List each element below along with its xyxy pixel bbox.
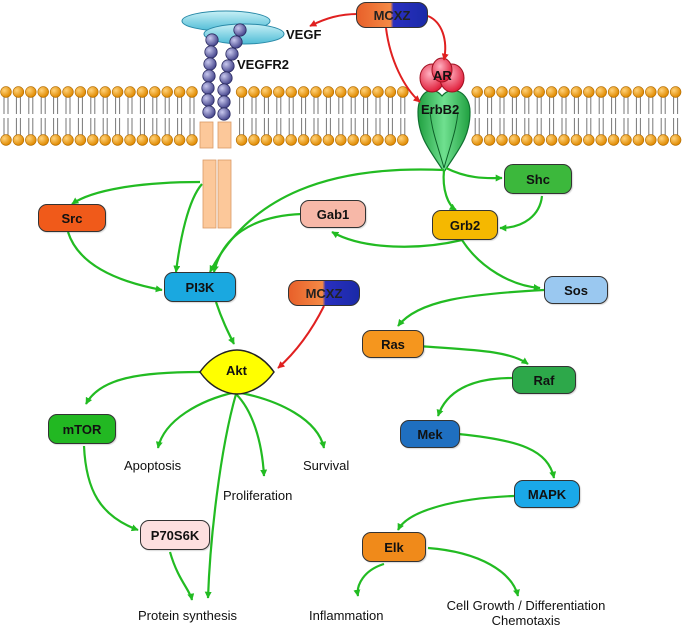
arrow-gab1-to-pi3k <box>212 212 303 273</box>
node-sos: Sos <box>544 276 608 304</box>
arrow-akt-to-mtor <box>85 370 201 405</box>
node-mtor: mTOR <box>48 414 116 444</box>
mcxz-drug-top: MCXZ <box>356 2 428 28</box>
arrow-grb2-to-sos <box>461 239 541 292</box>
arrow-pi3k-to-akt <box>214 301 235 345</box>
mcxz-drug-middle: MCXZ <box>288 280 360 306</box>
node-ras: Ras <box>362 330 424 358</box>
outcome-cell-growth-line1: Cell Growth / Differentiation <box>446 598 606 613</box>
erbb2-label: ErbB2 <box>421 102 460 117</box>
node-raf: Raf <box>512 366 576 394</box>
arrow-shc-to-grb2 <box>499 195 544 232</box>
node-mapk: MAPK <box>514 480 580 508</box>
outcome-protein-synthesis: Protein synthesis <box>138 608 237 623</box>
node-pi3k: PI3K <box>164 272 236 302</box>
node-mek: Mek <box>400 420 460 448</box>
arrow-akt-to-survival <box>235 390 327 449</box>
ar-label: AR <box>433 68 452 83</box>
outcome-inflammation: Inflammation <box>309 608 384 623</box>
arrow-akt-to-proliferation <box>235 393 268 477</box>
node-p70s6k: P70S6K <box>140 520 210 550</box>
arrow-mcxz-to-vegf <box>309 13 359 27</box>
ar-receptor <box>419 57 465 93</box>
outcome-survival: Survival <box>303 458 350 473</box>
drug-arrows <box>277 13 449 369</box>
outcome-proliferation: Proliferation <box>223 488 293 503</box>
vegf-label: VEGF <box>286 27 322 42</box>
arrow-mapk-to-elk <box>397 494 515 531</box>
arrow-ras-to-raf <box>417 344 529 365</box>
vegfr2-receptor <box>199 23 247 229</box>
arrow-src-to-pi3k <box>66 231 163 293</box>
akt-node-shape <box>199 349 275 395</box>
arrow-vegfr2-to-pi3k <box>173 183 203 273</box>
node-elk: Elk <box>362 532 426 562</box>
mcxz-label-top: MCXZ <box>373 7 411 23</box>
vegfr2-label: VEGFR2 <box>237 57 290 72</box>
arrow-raf-to-mek <box>436 376 513 417</box>
arrow-grb2-to-gab1 <box>331 231 463 248</box>
outcome-cell-growth: Cell Growth / Differentiation Chemotaxis <box>428 598 624 628</box>
arrow-akt-to-protein <box>204 393 238 599</box>
arrow-erbb2-to-grb2 <box>442 169 457 211</box>
arrow-mtor-to-p70s6k <box>82 445 139 532</box>
mcxz-label-middle: MCXZ <box>305 285 343 301</box>
arrow-mcxz-to-akt <box>277 305 325 369</box>
outcome-apoptosis: Apoptosis <box>124 458 182 473</box>
arrow-mek-to-mapk <box>457 432 557 479</box>
arrow-vegfr2-to-src <box>71 180 201 205</box>
arrow-mcxz-to-erbb2 <box>385 27 421 103</box>
node-grb2: Grb2 <box>432 210 498 240</box>
node-akt-label: Akt <box>226 363 247 378</box>
arrow-mcxz-to-ar <box>427 15 449 61</box>
node-src: Src <box>38 204 106 232</box>
arrow-elk-to-cell-growth <box>427 546 520 597</box>
arrow-elk-to-inflammation <box>353 562 385 597</box>
node-gab1: Gab1 <box>300 200 366 228</box>
cell-membrane <box>0 86 682 146</box>
arrow-p70s6k-to-protein <box>168 551 195 601</box>
activation-arrows <box>66 167 557 601</box>
arrow-akt-to-apoptosis <box>155 390 237 449</box>
arrow-erbb2-to-shc <box>445 167 503 182</box>
outcome-cell-growth-line2: Chemotaxis <box>491 613 561 628</box>
node-shc: Shc <box>504 164 572 194</box>
arrow-sos-to-ras <box>397 288 545 327</box>
